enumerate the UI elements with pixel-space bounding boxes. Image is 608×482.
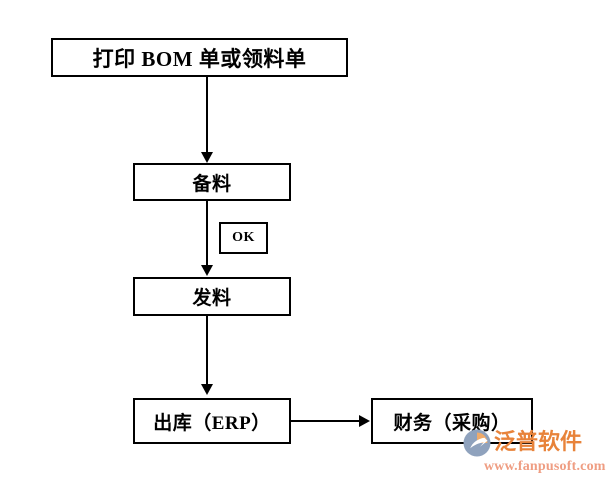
watermark-brand-text: 泛普软件 [494, 430, 583, 455]
arrowhead-down-icon [201, 265, 213, 276]
watermark-row: 泛普软件 [462, 428, 582, 458]
flow-label-ok: OK [219, 222, 268, 254]
arrowhead-right-icon [359, 415, 370, 427]
watermark: 泛普软件 www.fanpusoft.com [462, 428, 608, 480]
connector-prepare-to-issue [206, 201, 208, 269]
connector-print-to-prepare [206, 77, 208, 156]
flow-node-prepare-materials: 备料 [133, 163, 291, 201]
connector-outbound-to-finance [291, 420, 361, 422]
flow-node-print-bom: 打印 BOM 单或领料单 [51, 38, 348, 77]
flow-node-issue-materials: 发料 [133, 277, 291, 316]
fanpu-swoosh-logo-icon [463, 429, 491, 457]
connector-issue-to-outbound [206, 316, 208, 388]
arrowhead-down-icon [201, 384, 213, 395]
arrowhead-down-icon [201, 152, 213, 163]
watermark-url-text: www.fanpusoft.com [484, 459, 606, 474]
flow-node-finance-purchasing: 财务（采购） [371, 398, 533, 444]
flow-node-outbound-erp: 出库（ERP） [133, 398, 291, 444]
